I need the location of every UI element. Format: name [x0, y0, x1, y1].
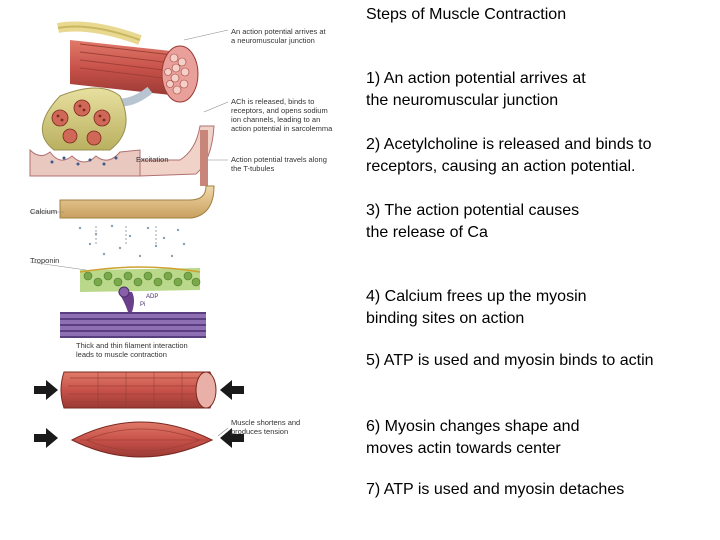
contraction-arrow-right	[220, 380, 244, 400]
shorten-arrow-right	[220, 428, 244, 448]
label-adp: ADP	[146, 294, 158, 300]
nerve-muscle-bundle	[57, 21, 199, 108]
label-calcium: Calcium	[30, 207, 57, 216]
muscle-shortened	[70, 421, 214, 458]
step-6: 6) Myosin changes shape and moves actin …	[366, 418, 580, 457]
page-title: Steps of Muscle Contraction	[366, 6, 567, 23]
step-3: 3) The action potential causes the relea…	[366, 202, 580, 241]
step-7: 7) ATP is used and myosin detaches	[366, 481, 625, 498]
actin-myosin-binding	[60, 266, 206, 338]
label-pi: Pi	[140, 302, 145, 308]
step-5: 5) ATP is used and myosin binds to actin	[366, 352, 654, 369]
muscle-fiber-contracting	[60, 371, 217, 409]
leader-lines	[29, 29, 229, 437]
shorten-arrow-left	[34, 428, 58, 448]
label-troponin: Troponin	[30, 256, 59, 265]
muscle-contraction-diagram: An action potential arrives ata neuromus…	[29, 21, 333, 458]
synaptic-terminal	[29, 87, 215, 186]
step-1: 1) An action potential arrives at the ne…	[366, 70, 586, 109]
step-2: 2) Acetylcholine is released and binds t…	[366, 136, 652, 175]
label-excitation: Excitation	[136, 155, 169, 164]
step-4: 4) Calcium frees up the myosin binding s…	[366, 288, 587, 327]
sarcoplasmic-reticulum	[59, 185, 215, 258]
contraction-arrow-left	[34, 380, 58, 400]
